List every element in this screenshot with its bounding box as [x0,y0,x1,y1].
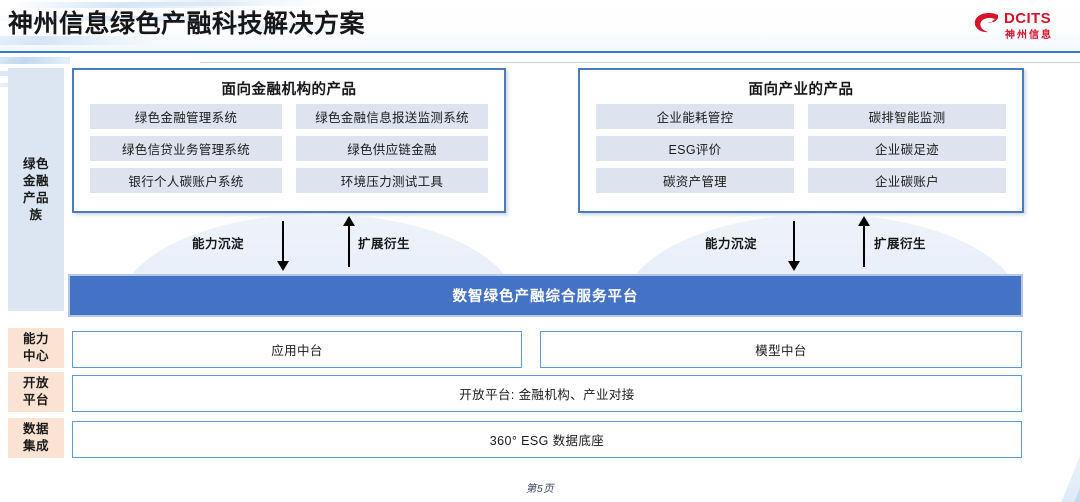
sidebar-label-ability-center: 能力 中心 [8,328,64,368]
panel-title: 面向产业的产品 [748,82,854,98]
panel-industry-products: 面向产业的产品 企业能耗管控 碳排智能监测 ESG评价 企业碳足迹 碳资产管理 … [578,68,1024,213]
header-divider [0,51,1080,53]
platform-bar-label: 数智绿色产融综合服务平台 [452,289,639,305]
logo-wordmark-en: DCITS [1004,10,1051,27]
flow-label-extension-derivation-left: 扩展衍生 [358,237,411,251]
product-chip-grid: 绿色金融管理系统 绿色金融信息报送监测系统 绿色信贷业务管理系统 绿色供应链金融… [90,104,488,193]
panel-title: 面向金融机构的产品 [221,82,357,98]
sidebar-label-open-platform-text: 开放 平台 [22,376,49,407]
product-chip-grid: 企业能耗管控 碳排智能监测 ESG评价 企业碳足迹 碳资产管理 企业碳账户 [596,104,1006,193]
header-subdivider [200,62,1080,63]
row-label: 开放平台: 金融机构、产业对接 [459,388,635,402]
platform-bar[interactable]: 数智绿色产融综合服务平台 [68,274,1023,317]
flow-label-capability-precipitation-right: 能力沉淀 [705,237,758,251]
product-chip[interactable]: 企业碳足迹 [808,136,1006,161]
product-chip[interactable]: 碳资产管理 [596,168,794,193]
row-open-platform[interactable]: 开放平台: 金融机构、产业对接 [72,375,1022,412]
panel-financial-institution-products: 面向金融机构的产品 绿色金融管理系统 绿色金融信息报送监测系统 绿色信贷业务管理… [72,68,506,213]
row-model-middle-platform[interactable]: 模型中台 [540,331,1022,368]
page-number: 第5页 [525,483,555,495]
flow-label-capability-precipitation-left: 能力沉淀 [192,237,245,251]
logo-wordmark-cn: 神州信息 [1005,30,1053,41]
sidebar-label-product-family-text: 绿色 金融 产品 族 [22,156,49,222]
product-chip[interactable]: 企业能耗管控 [596,104,794,129]
product-chip[interactable]: 绿色金融信息报送监测系统 [296,104,488,129]
product-chip[interactable]: 企业碳账户 [808,168,1006,193]
product-chip[interactable]: ESG评价 [596,136,794,161]
row-data-foundation[interactable]: 360° ESG 数据底座 [72,421,1022,458]
row-label: 模型中台 [755,344,807,358]
sidebar-label-product-family: 绿色 金融 产品 族 [8,68,64,311]
product-chip[interactable]: 环境压力测试工具 [296,168,488,193]
flow-label-extension-derivation-right: 扩展衍生 [874,237,927,251]
sidebar-label-ability-center-text: 能力 中心 [22,332,49,363]
slide-header: 神州信息绿色产融科技解决方案 DCITS 神州信息 [0,0,1080,53]
row-label: 应用中台 [271,344,323,358]
page-title: 神州信息绿色产融科技解决方案 [8,10,366,38]
product-chip[interactable]: 银行个人碳账户系统 [90,168,282,193]
product-chip[interactable]: 碳排智能监测 [808,104,1006,129]
sidebar-label-data-integration-text: 数据 集成 [22,422,49,453]
row-label: 360° ESG 数据底座 [489,434,605,448]
sidebar-label-data-integration: 数据 集成 [8,418,64,458]
row-app-middle-platform[interactable]: 应用中台 [72,331,522,368]
brand-logo: DCITS 神州信息 [974,8,1072,42]
product-chip[interactable]: 绿色供应链金融 [296,136,488,161]
product-chip[interactable]: 绿色金融管理系统 [90,104,282,129]
dcits-swoosh-icon [974,13,998,33]
product-chip[interactable]: 绿色信贷业务管理系统 [90,136,282,161]
sidebar-label-open-platform: 开放 平台 [8,372,64,412]
